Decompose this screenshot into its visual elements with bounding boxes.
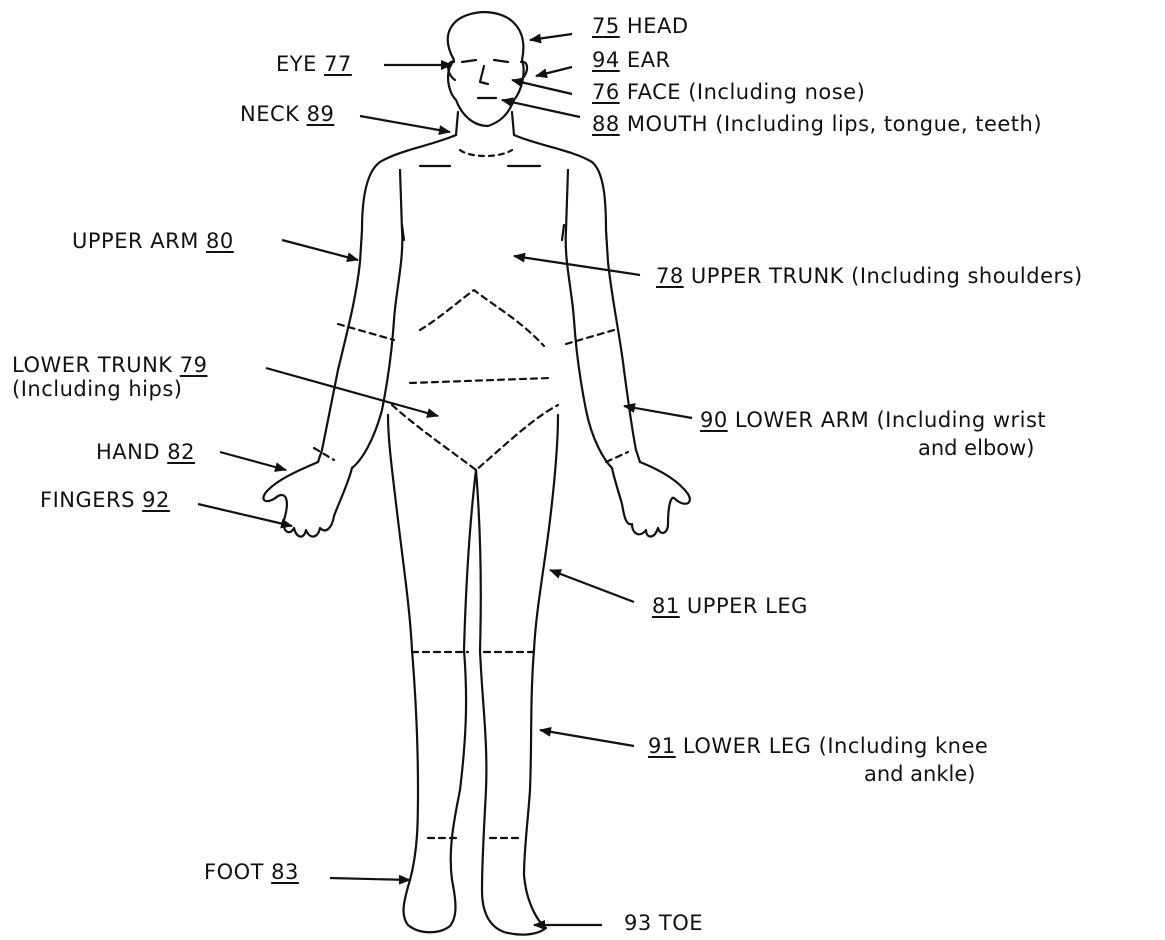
left-wrist-line — [606, 452, 628, 462]
arrow-ear — [536, 67, 572, 76]
label-lower-arm-note2: and elbow) — [918, 436, 1034, 460]
head-outline — [448, 12, 524, 126]
left-hand — [612, 462, 690, 537]
torso-right-outline — [514, 135, 640, 462]
label-face: 76 FACE (Including nose) — [592, 80, 865, 104]
label-hand: HAND 82 — [96, 440, 195, 464]
label-head: 75 HEAD — [592, 14, 689, 38]
arrow-upper-leg — [550, 570, 634, 602]
body-outline — [263, 12, 689, 935]
label-lower-arm: 90 LOWER ARM (Including wrist — [700, 408, 1046, 432]
label-lower-leg-note2: and ankle) — [864, 762, 975, 786]
left-elbow-line — [566, 330, 614, 344]
arrow-head — [530, 34, 572, 40]
arrow-mouth — [502, 100, 580, 117]
right-wrist-line — [314, 448, 334, 460]
arrow-fingers — [198, 504, 292, 526]
label-upper-trunk: 78 UPPER TRUNK (Including shoulders) — [656, 264, 1083, 288]
label-toe: 93 TOE — [624, 911, 703, 935]
label-lower-trunk: LOWER TRUNK 79 (Including hips) — [12, 353, 207, 401]
torso-left-outline — [318, 135, 456, 462]
label-ear: 94 EAR — [592, 48, 671, 72]
label-eye: EYE 77 — [276, 52, 352, 76]
chest-line — [420, 290, 544, 346]
label-mouth: 88 MOUTH (Including lips, tongue, teeth) — [592, 112, 1042, 136]
arrow-upper-arm — [282, 240, 358, 260]
arrow-foot — [330, 878, 410, 880]
eyes — [462, 60, 508, 62]
label-upper-leg: 81 UPPER LEG — [652, 594, 808, 618]
label-lower-leg: 91 LOWER LEG (Including knee — [648, 734, 988, 758]
left-leg-outer — [480, 415, 558, 935]
groin-line — [392, 405, 558, 470]
label-upper-arm: UPPER ARM 80 — [72, 229, 234, 253]
waist-line — [410, 378, 550, 383]
label-neck: NECK 89 — [240, 102, 334, 126]
arrow-upper-trunk — [514, 256, 640, 275]
arrow-lower-trunk — [266, 368, 438, 416]
arrow-lower-leg — [540, 730, 634, 746]
arrow-hand — [220, 452, 286, 470]
right-hand — [263, 462, 352, 537]
right-leg-outer — [388, 415, 466, 932]
arrow-neck — [360, 116, 450, 132]
leader-arrows — [198, 34, 692, 925]
arrow-lower-arm — [624, 406, 692, 418]
label-fingers: FINGERS 92 — [40, 488, 170, 512]
label-foot: FOOT 83 — [204, 860, 299, 884]
